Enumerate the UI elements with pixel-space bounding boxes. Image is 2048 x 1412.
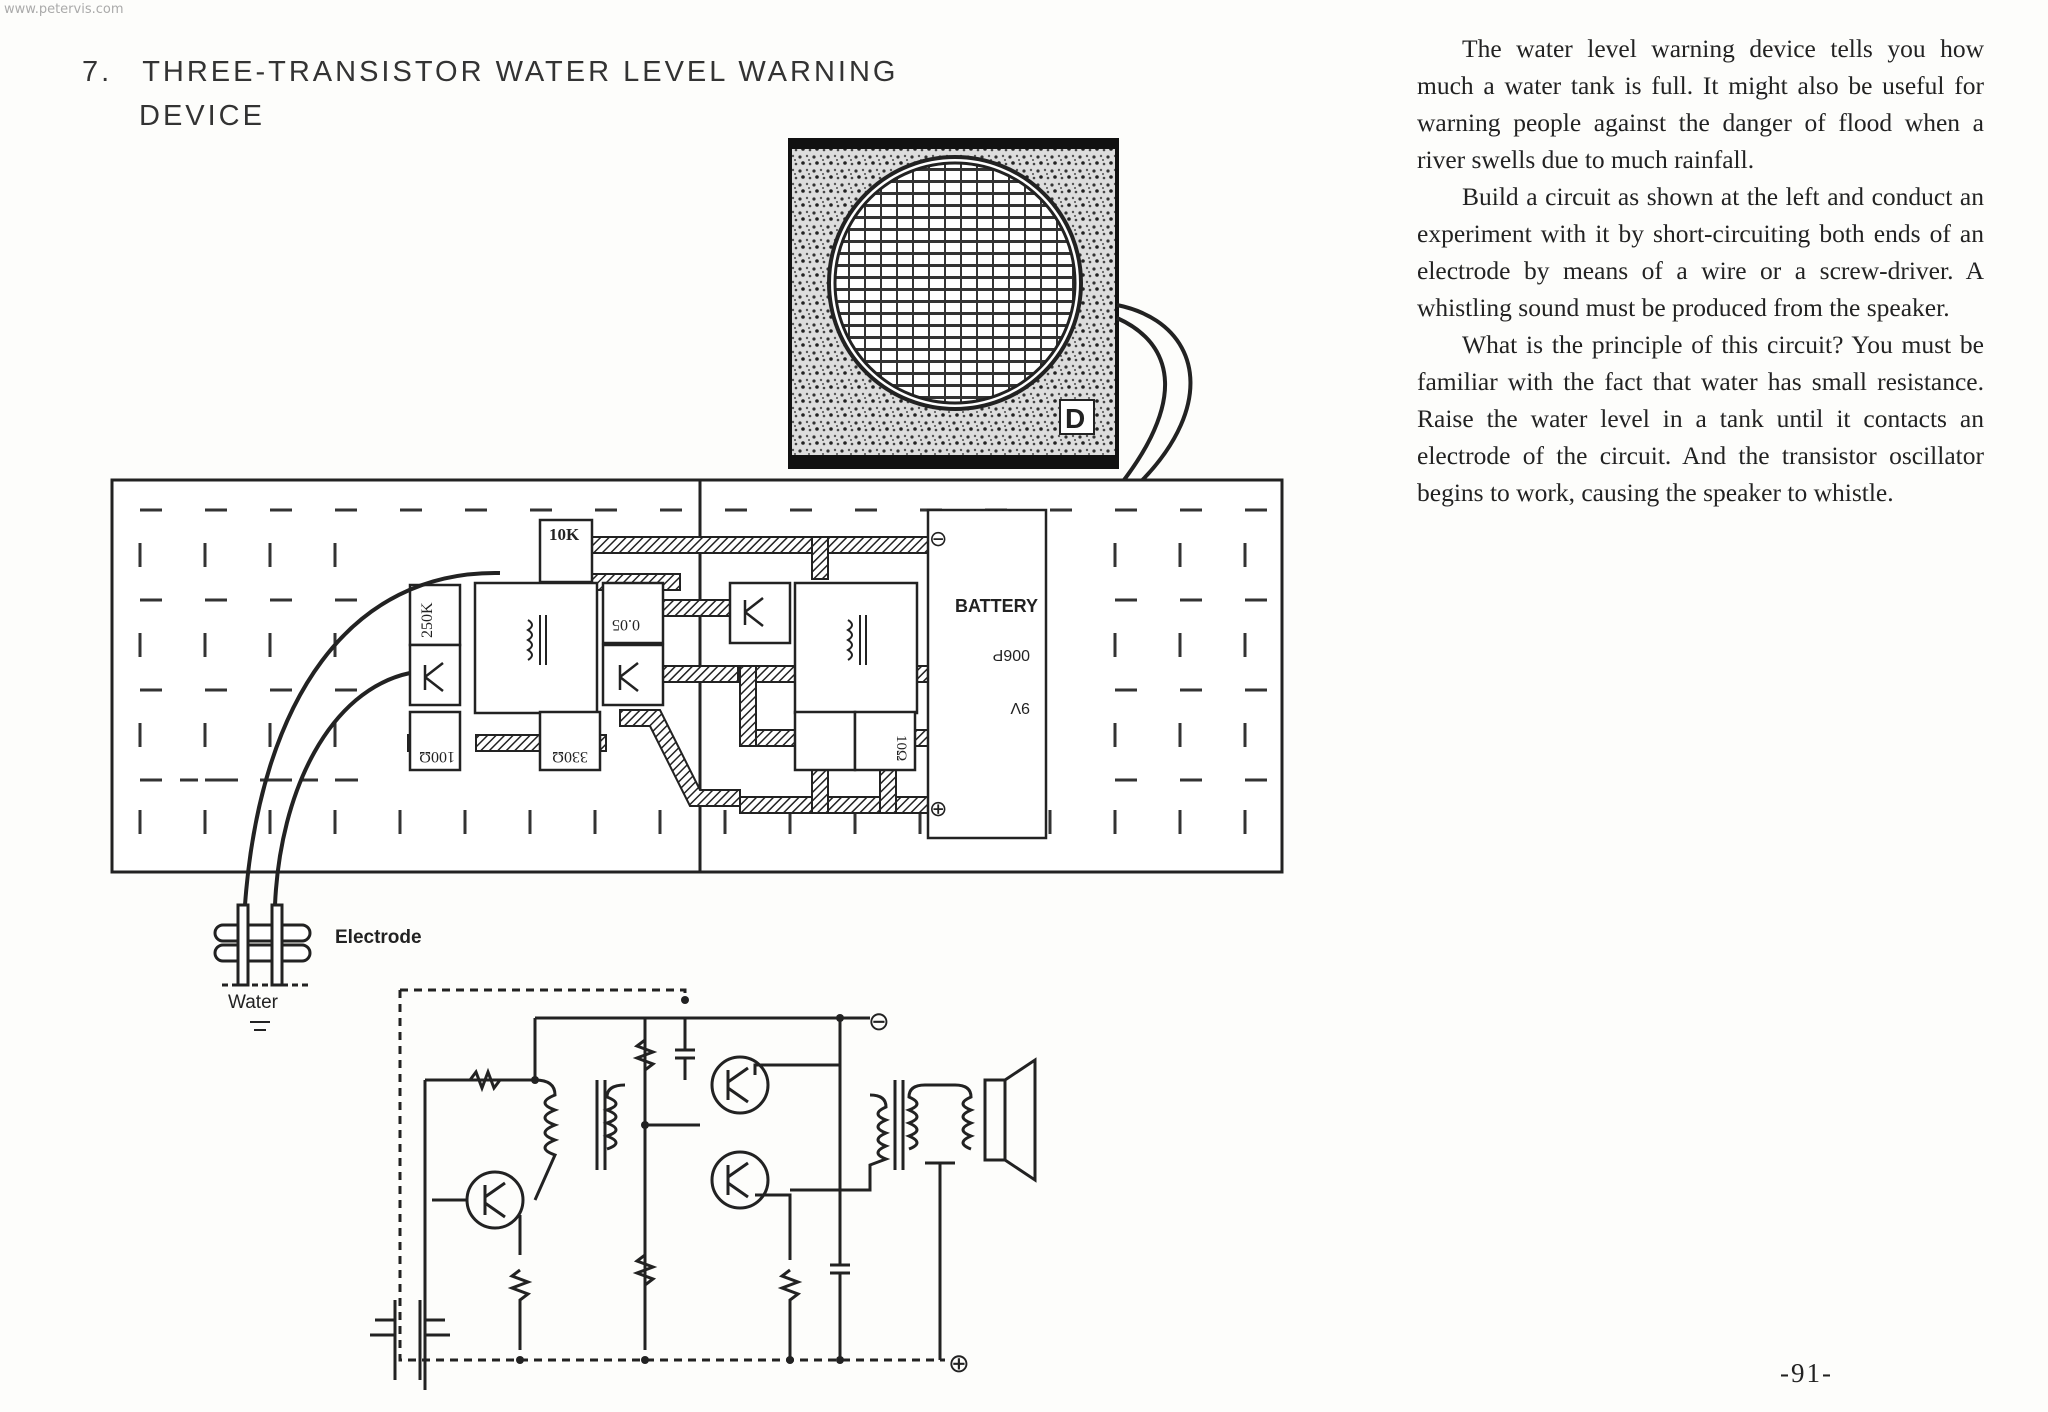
schematic-junctions: [516, 996, 844, 1364]
section-number: 7.: [82, 56, 113, 88]
transformer-coils: [526, 615, 867, 665]
electrode-label: Electrode: [335, 927, 422, 948]
label-cap: 0.05: [612, 616, 640, 633]
schematic-minus-symbol: ⊖: [868, 1006, 890, 1036]
watermark: www.petervis.com: [4, 2, 124, 17]
resistor-10: [853, 710, 917, 772]
schematic: [370, 988, 1037, 1390]
transformer-1: [473, 581, 599, 715]
label-100: 100Ω: [419, 748, 455, 765]
label-10: 10Ω: [893, 735, 909, 761]
schematic-plus-symbol: ⊕: [948, 1348, 970, 1378]
body-text: The water level warning device tells you…: [1417, 30, 1984, 511]
electrode: [213, 903, 312, 987]
transistor-3: [728, 581, 792, 645]
board-plus-symbol: ⊕: [929, 796, 947, 821]
electrode-wires: [243, 570, 501, 906]
resistor-250k: [408, 583, 462, 647]
section-title-line1: THREE-TRANSISTOR WATER LEVEL WARNING: [142, 56, 899, 88]
label-330: 330Ω: [552, 748, 588, 765]
board-labels: 10K 250K 0.05 100Ω 330Ω 10Ω BATTERY 006P…: [419, 525, 1038, 821]
page-number: -91-: [1780, 1358, 1833, 1388]
label-battery-voltage: 9V: [1010, 699, 1030, 716]
speaker-box: D: [788, 138, 1119, 469]
label-250k: 250K: [419, 602, 436, 638]
label-battery-model: 006P: [993, 646, 1030, 663]
paragraph-build: Build a circuit as shown at the left and…: [1417, 182, 1984, 322]
board-transistor-symbols: [423, 597, 764, 692]
brand-logo: D: [1065, 403, 1085, 434]
transformer-2: [793, 581, 919, 715]
components: [408, 508, 1048, 840]
battery-9v: [926, 508, 1048, 840]
label-battery: BATTERY: [955, 596, 1038, 616]
section-heading: 7. THREE-TRANSISTOR WATER LEVEL WARNING D…: [82, 50, 898, 138]
section-title-line2: DEVICE: [139, 100, 265, 132]
capacitor-005: [601, 581, 665, 645]
paragraph-intro: The water level warning device tells you…: [1417, 34, 1984, 174]
label-10k: 10K: [549, 525, 580, 544]
transistor-2: [601, 643, 665, 707]
resistor-100: [408, 710, 462, 772]
resistor-330: [538, 710, 602, 772]
paragraph-principle: What is the principle of this circuit? Y…: [1417, 330, 1984, 507]
water-label: Water: [228, 992, 279, 1013]
capacitor-electrolytic: [793, 710, 857, 772]
water-ground-marks: [250, 1021, 270, 1031]
transistor-1: [408, 643, 462, 707]
board-minus-symbol: ⊖: [929, 526, 947, 551]
